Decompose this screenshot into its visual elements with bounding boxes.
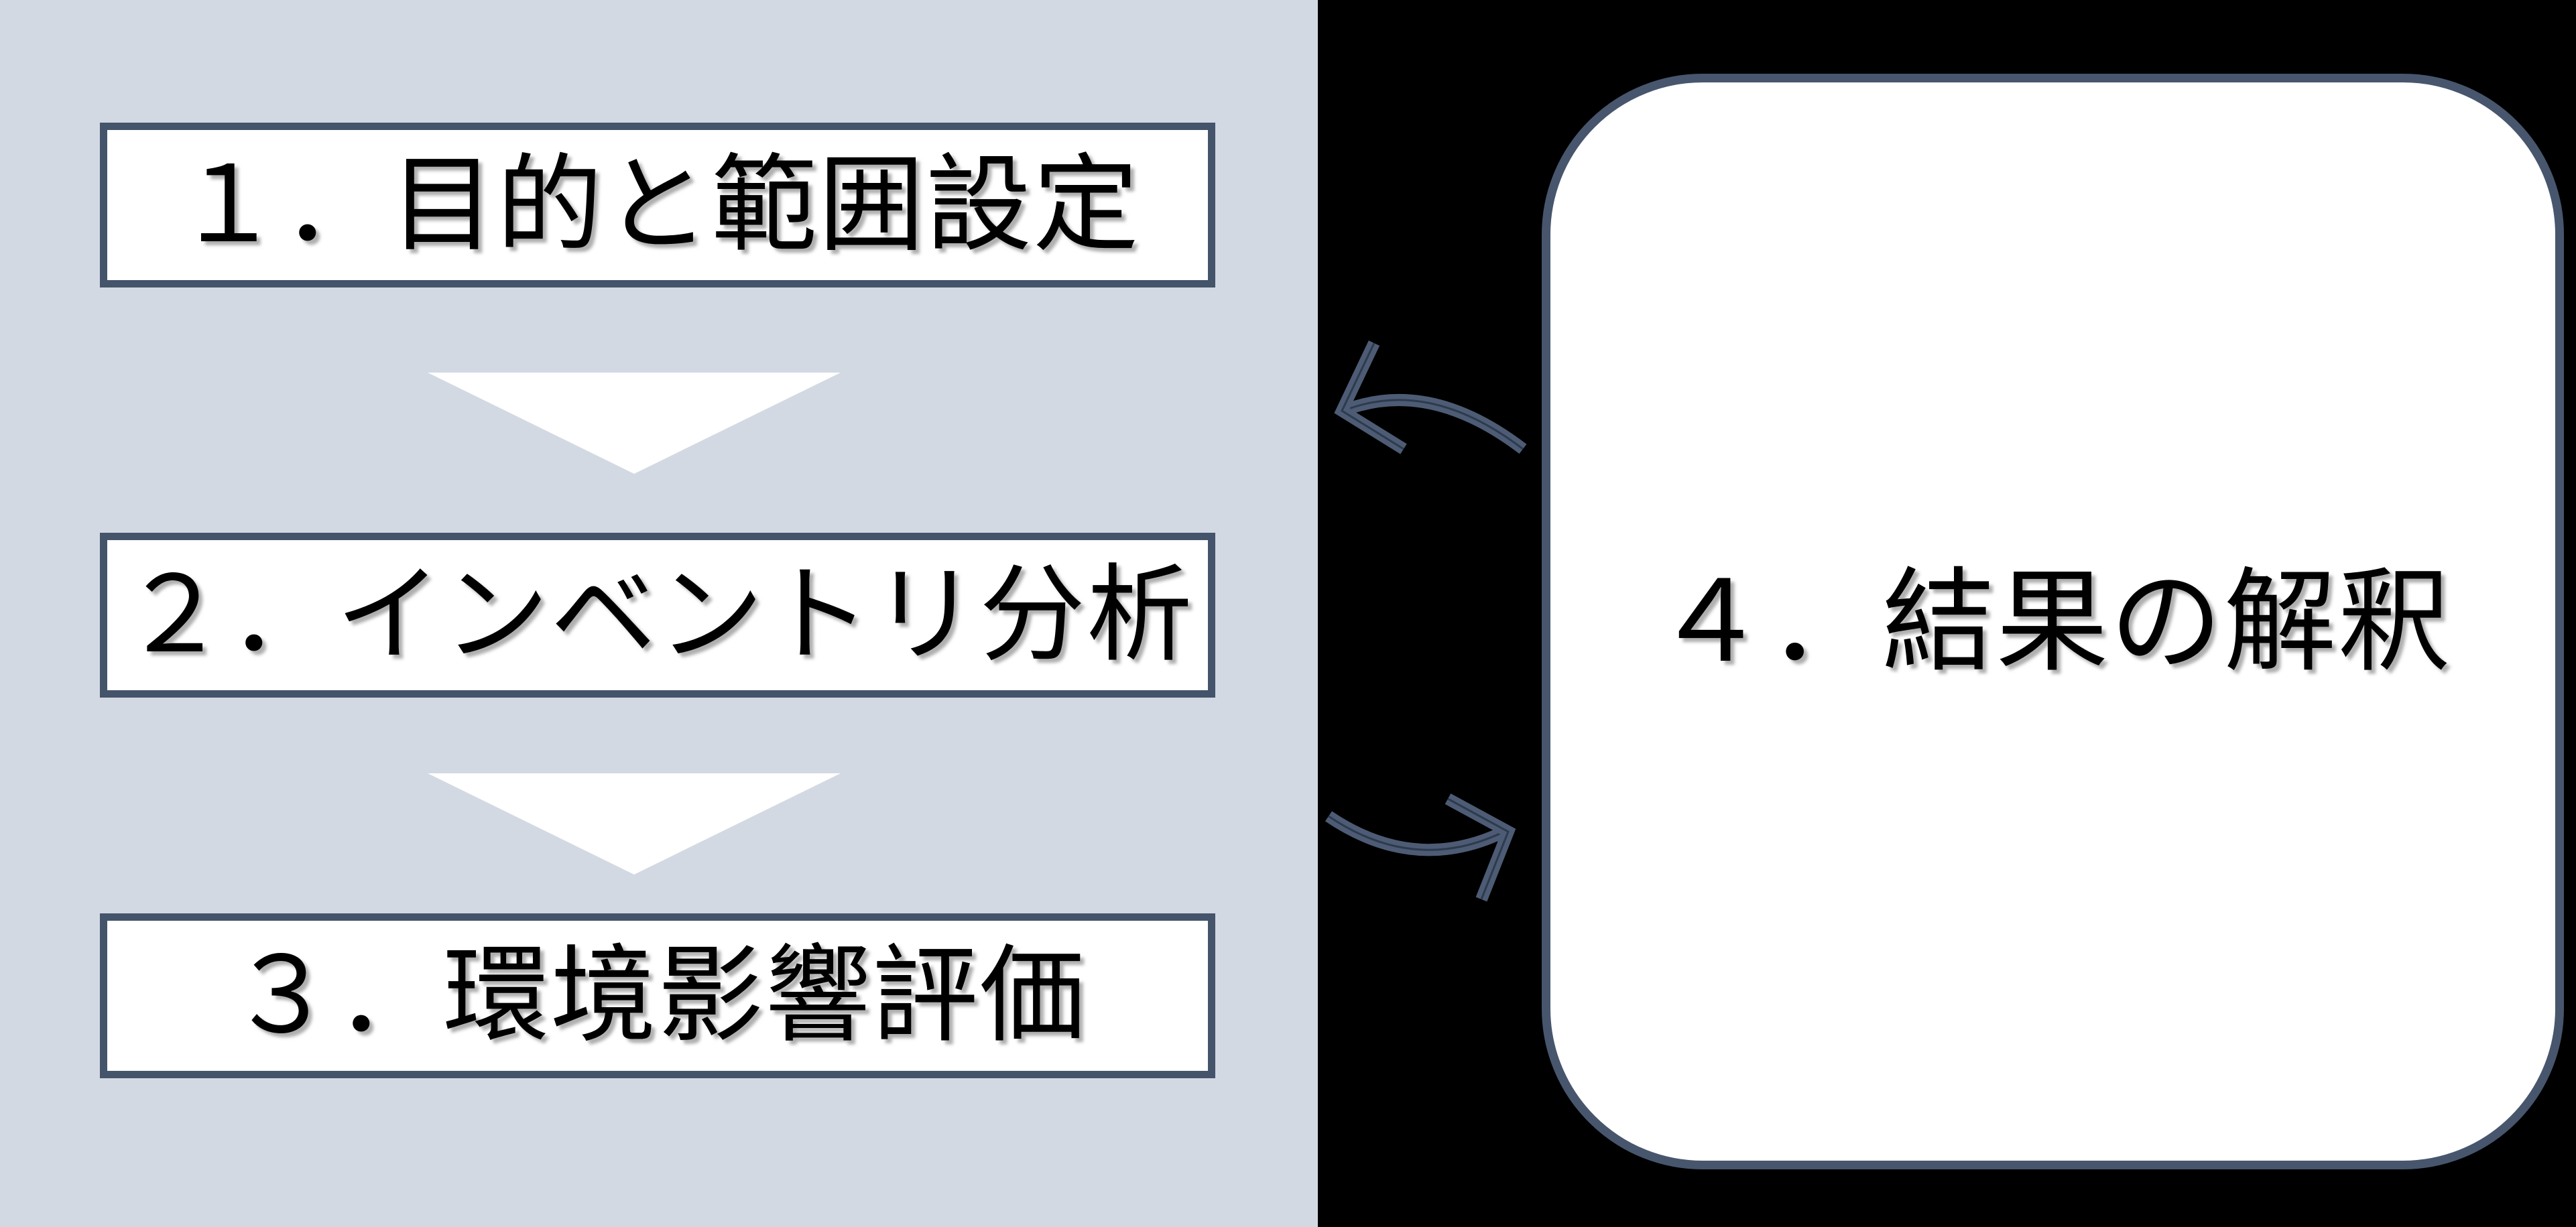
step-2-label: ２．インベントリ分析 [121,556,1194,674]
step-box-4: ４．結果の解釈 [1542,74,2564,1169]
step-1-label: １．目的と範囲設定 [175,146,1140,264]
down-arrow-icon [428,773,841,875]
step-box-2: ２．インベントリ分析 [100,533,1215,698]
step-3-label: ３．環境影響評価 [229,937,1087,1055]
step-box-1: １．目的と範囲設定 [100,123,1215,287]
step-box-3: ３．環境影響評価 [100,913,1215,1078]
step-4-label: ４．結果の解釈 [1654,558,2452,685]
down-arrow-icon [428,373,841,474]
